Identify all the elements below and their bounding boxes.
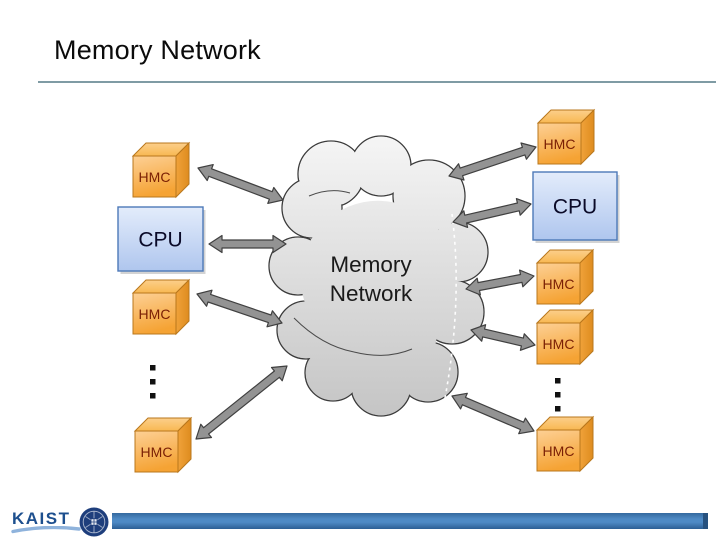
cpu-left-box: CPU [117,206,206,274]
cloud-inner-arc [353,348,413,356]
hmc-right-2-box: HMC [535,308,595,366]
arrow-cloud-cpu-left [208,234,287,254]
cloud-inner-arc [308,190,351,197]
vertical-ellipsis-right [555,378,561,412]
arrow-cloud-hmc-left-top [197,164,284,204]
memory-network-cloud [268,135,489,417]
cloud-label: Memory [330,252,412,277]
cloud-label: Network [330,281,413,306]
footer-accent-bar [112,513,703,529]
hmc-right-top-box: HMC [536,108,596,166]
hmc-left-bottom-box: HMC [133,416,193,474]
title-underline [38,81,716,83]
kaist-logo-text: KAIST [12,509,71,528]
hmc-label: HMC [141,444,173,460]
cpu-label: CPU [138,229,182,252]
cloud-dashed-highlight [444,213,457,399]
kaist-logo-swoosh [11,526,81,534]
hmc-label: HMC [543,336,575,352]
kaist-seal-logo [79,507,109,537]
vertical-ellipsis-left [150,365,156,399]
cloud-inner-arc [293,317,355,353]
hmc-label: HMC [544,136,576,152]
hmc-left-mid-box: HMC [131,278,191,336]
cpu-label: CPU [553,196,597,219]
hmc-label: HMC [139,169,171,185]
arrow-cloud-hmc-right-2 [470,324,536,351]
arrow-cloud-cpu-right [452,198,532,228]
cpu-right-box: CPU [532,171,620,243]
footer-accent-bar-endcap [703,513,708,529]
arrow-cloud-hmc-left-bottom [195,365,288,440]
hmc-label: HMC [543,276,575,292]
arrow-cloud-hmc-right-top [448,142,537,181]
page-title: Memory Network [54,35,261,65]
arrow-cloud-hmc-right-bottom [451,392,535,435]
hmc-left-top-box: HMC [131,141,191,199]
hmc-right-1-box: HMC [535,248,595,306]
hmc-label: HMC [139,306,171,322]
hmc-label: HMC [543,443,575,459]
hmc-right-bottom-box: HMC [535,415,595,473]
arrow-cloud-hmc-right-1 [465,269,535,296]
arrow-cloud-hmc-left-mid [196,289,283,328]
